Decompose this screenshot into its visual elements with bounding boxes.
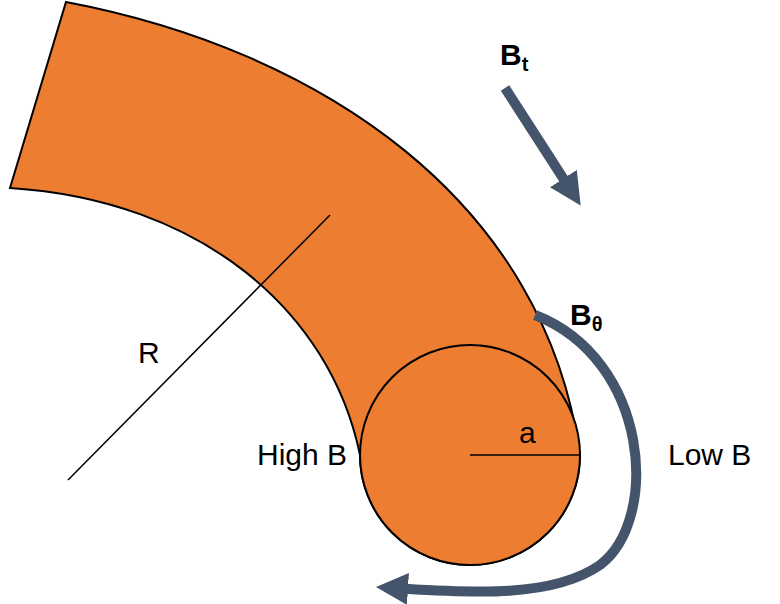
dimension-label: R xyxy=(138,338,160,368)
torus-segment xyxy=(10,2,580,565)
field-label: Bt xyxy=(500,40,528,74)
minor-radius-line xyxy=(470,454,580,456)
toroidal-field-arrow xyxy=(505,88,572,192)
poloidal-field-arrow xyxy=(392,315,636,592)
dimension-label: a xyxy=(519,418,536,448)
region-label: Low B xyxy=(668,440,751,470)
cross-section xyxy=(360,345,580,565)
region-label: High B xyxy=(257,440,347,470)
field-label: Bθ xyxy=(570,300,602,334)
